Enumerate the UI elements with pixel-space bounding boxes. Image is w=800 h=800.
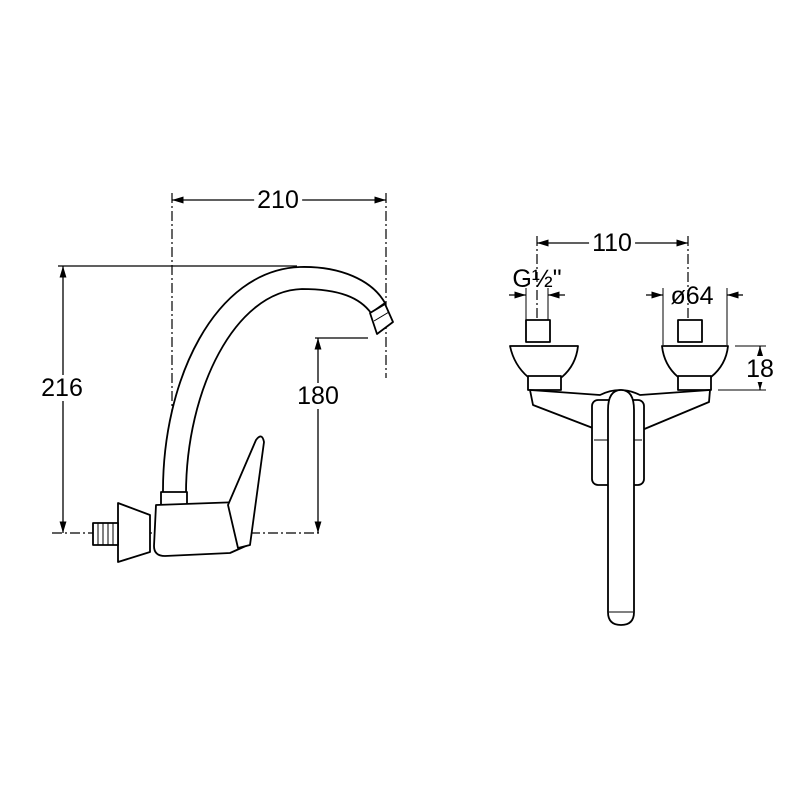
total-height-dimension-label: 216 <box>38 375 86 401</box>
spout <box>162 266 386 495</box>
left-nut <box>527 375 562 391</box>
side-view-faucet <box>52 193 394 563</box>
left-thread <box>525 319 551 343</box>
front-view-faucet <box>509 236 766 626</box>
right-nut <box>677 375 712 391</box>
right-thread <box>677 319 703 343</box>
spout-front <box>607 389 635 626</box>
aerator <box>369 303 394 335</box>
left-flange <box>509 345 579 378</box>
connection-spacing-label: 110 <box>589 230 635 256</box>
width-dimension-label: 210 <box>254 187 302 213</box>
mixer-body <box>153 501 249 557</box>
flange-diameter-label: ø64 <box>670 282 714 310</box>
spout-height-dimension-label: 180 <box>294 383 342 409</box>
threaded-connector <box>92 522 119 546</box>
right-flange <box>661 345 729 378</box>
flange-depth-label: 18 <box>743 356 777 382</box>
wall-flange <box>117 502 151 563</box>
lever-handle <box>227 435 265 549</box>
thread-size-label: G½" <box>512 265 562 293</box>
